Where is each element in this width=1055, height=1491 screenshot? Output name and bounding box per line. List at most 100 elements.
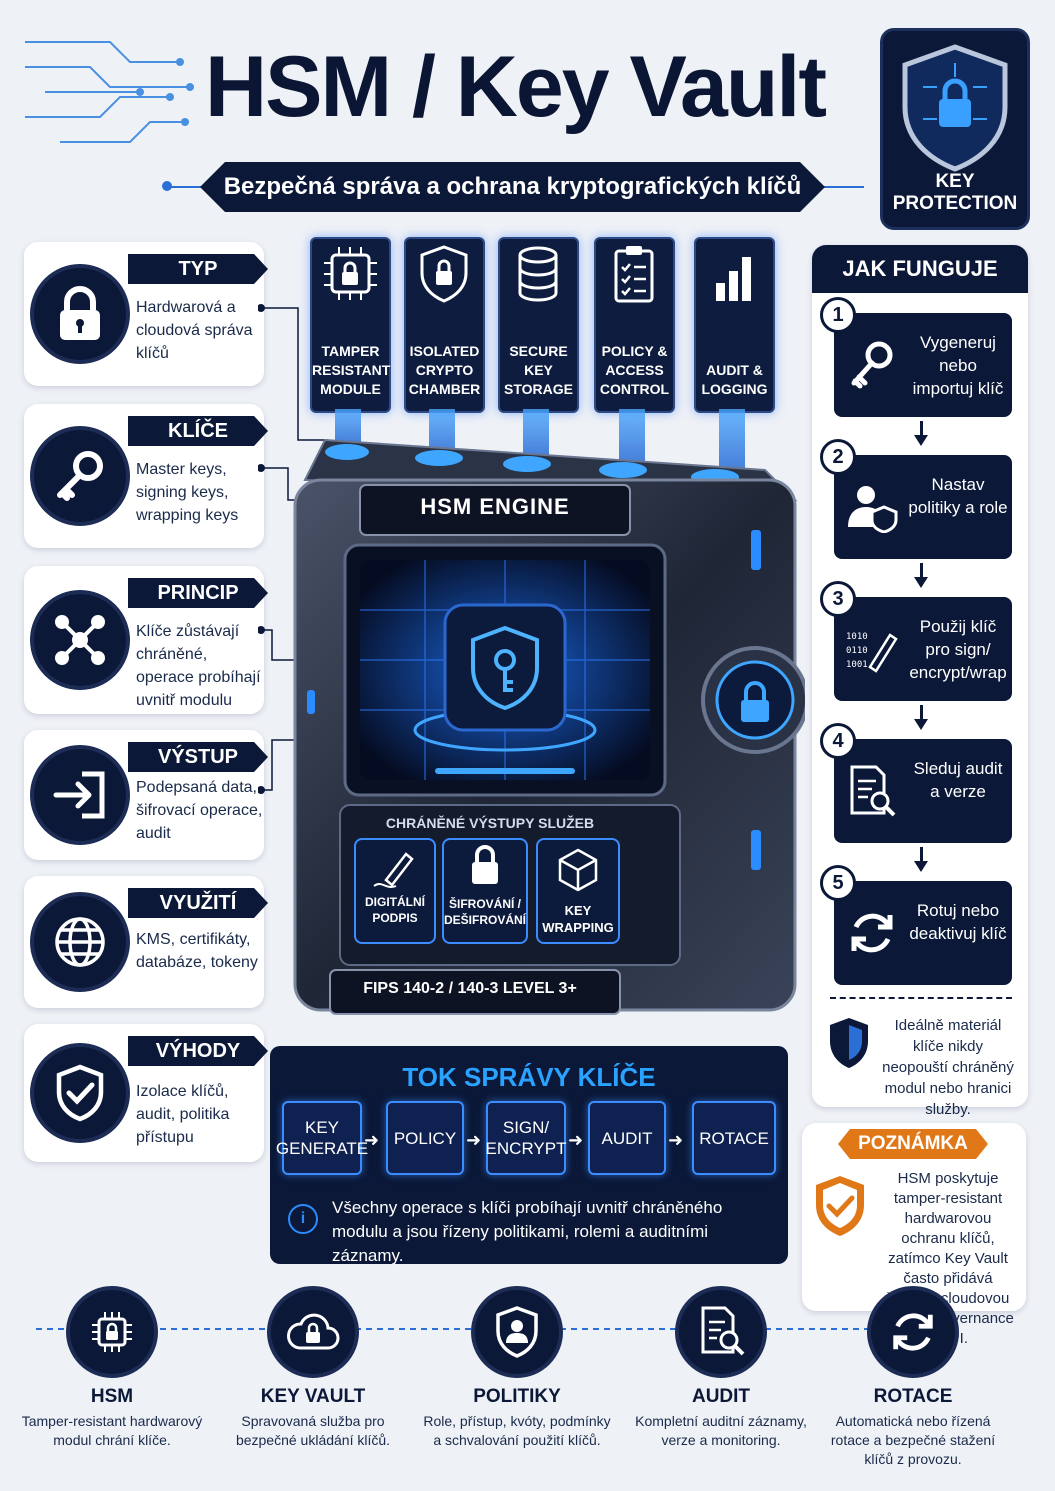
database-icon — [518, 246, 558, 302]
pen-icon — [373, 852, 414, 888]
step-4: 4 Sleduj audit a verze — [820, 723, 1012, 843]
flow-arrow-icon: ➜ — [668, 1130, 684, 1150]
card-klice: KLÍČE Master keys, signing keys, wrappin… — [24, 404, 268, 548]
module-isolated-crypto: ISOLATED CRYPTO CHAMBER — [404, 237, 485, 413]
card-text: Master keys, signing keys, wrapping keys — [136, 461, 239, 524]
module-label: TAMPER RESISTANT MODULE — [312, 343, 391, 397]
shield-user-icon — [471, 1286, 563, 1378]
module-label: SECURE KEY STORAGE — [504, 343, 573, 397]
how-it-works-panel: JAK FUNGUJE 1 Vygeneruj nebo importuj kl… — [812, 245, 1028, 1118]
step-arrow-head — [914, 435, 928, 446]
flow-arrow-icon: ➜ — [466, 1130, 482, 1150]
subtitle-line-right — [824, 186, 864, 188]
svg-text:1010: 1010 — [846, 632, 868, 642]
card-text: KMS, certifikáty, databáze, tokeny — [136, 931, 258, 971]
step-number: 4 — [820, 723, 856, 759]
info-icon: i — [288, 1204, 318, 1234]
badge-line2: PROTECTION — [892, 193, 1018, 214]
flow-arrow-icon: ➜ — [568, 1130, 584, 1150]
note-title: POZNÁMKA — [838, 1129, 988, 1159]
bottom-connector — [355, 1328, 475, 1330]
outputs-title: CHRÁNĚNÉ VÝSTUPY SLUŽEB — [385, 815, 595, 831]
step-3: 3 1010 0110 1001 Použij klíč pro sign/ enc… — [820, 581, 1012, 701]
step-number: 1 — [820, 297, 856, 333]
step-number: 5 — [820, 865, 856, 901]
step-text: Vygeneruj nebo importuj klíč — [912, 333, 1004, 398]
light-beam — [719, 409, 745, 473]
step-2: 2 Nastav politiky a role — [820, 439, 1012, 559]
key-icon — [851, 341, 893, 389]
bottom-text: Kompletní auditní záznamy, verze a monit… — [635, 1413, 807, 1448]
bottom-connector — [36, 1328, 76, 1330]
module-tamper-resistant: TAMPER RESISTANT MODULE — [310, 237, 391, 413]
card-text: Izolace klíčů, audit, politika přístupu — [136, 1083, 230, 1146]
page-title: HSM / Key Vault — [205, 39, 827, 135]
how-it-works-title: JAK FUNGUJE — [812, 245, 1028, 293]
card-title: KLÍČE — [128, 416, 268, 446]
module-audit-logging: AUDIT & LOGGING — [694, 237, 775, 413]
chip-lock-icon — [324, 247, 377, 300]
step-arrow — [920, 421, 923, 435]
pen-icon: 1010 0110 1001 — [846, 632, 898, 673]
bottom-title: ROTACE — [873, 1386, 953, 1407]
box-icon — [558, 848, 598, 892]
step-1: 1 Vygeneruj nebo importuj klíč — [820, 297, 1012, 417]
flow-step-sign-encrypt: SIGN/ ENCRYPT — [486, 1101, 566, 1175]
light-beam — [335, 409, 361, 445]
bottom-connector — [765, 1328, 875, 1330]
card-text: Podepsaná data, šifrovací operace, audit — [136, 779, 263, 842]
how-it-works-note: Ideálně materiál klíče nikdy neopouští c… — [882, 1017, 1014, 1118]
bar-chart-icon — [716, 257, 751, 301]
engine-label: HSM ENGINE — [420, 494, 570, 519]
step-text: Použij klíč pro sign/ encrypt/wrap — [909, 617, 1007, 682]
card-text: Hardwarová a cloudová správa klíčů — [136, 299, 253, 362]
document-search-icon — [850, 765, 896, 817]
svg-text:0110: 0110 — [846, 646, 868, 656]
module-label: ISOLATED CRYPTO CHAMBER — [408, 343, 481, 397]
output-label: KEY WRAPPING — [542, 903, 614, 935]
circuit-decoration — [25, 41, 194, 143]
output-digital-signature: DIGITÁLNÍ PODPIS — [354, 838, 436, 944]
light-beam — [619, 409, 645, 465]
note-panel: POZNÁMKA HSM poskytuje tamper-resistant … — [802, 1123, 1026, 1347]
card-typ: TYP Hardwarová a cloudová správa klíčů — [24, 242, 268, 386]
flow-info-text: Všechny operace s klíči probíhají uvnitř… — [332, 1198, 723, 1265]
svg-text:1001: 1001 — [846, 660, 868, 670]
bottom-text: Automatická nebo řízená rotace a bezpečn… — [830, 1413, 996, 1467]
flow-step-rotace: ROTACE — [692, 1101, 776, 1175]
step-text: Nastav politiky a role — [908, 475, 1008, 517]
key-icon — [30, 426, 130, 526]
card-vystup: VÝSTUP Podepsaná data, šifrovací operace… — [24, 730, 268, 860]
bottom-title: AUDIT — [691, 1386, 751, 1407]
step-arrow-head — [914, 577, 928, 588]
flow-arrow-icon: ➜ — [364, 1130, 380, 1150]
bottom-text: Tamper-resistant hardwarový modul chrání… — [21, 1413, 203, 1448]
card-vyuziti: VYUŽITÍ KMS, certifikáty, databáze, toke… — [24, 876, 268, 1008]
step-arrow — [920, 563, 923, 577]
network-icon — [30, 590, 130, 690]
key-management-flow: TOK SPRÁVY KLÍČE KEY GENERATE ➜ POLICY ➜… — [270, 1046, 788, 1265]
subtitle-line-left — [168, 186, 202, 188]
step-number: 3 — [820, 581, 856, 617]
globe-icon — [30, 892, 130, 992]
chip-lock-icon — [66, 1286, 158, 1378]
bottom-connector — [160, 1328, 270, 1330]
module-policy-access: POLICY & ACCESS CONTROL — [594, 237, 675, 413]
page-subtitle: Bezpečná správa a ochrana kryptografický… — [200, 162, 825, 212]
shield-check-icon — [816, 1176, 864, 1236]
card-text: Klíče zůstávají chráněné, operace probíh… — [136, 623, 261, 709]
output-encryption: ŠIFROVÁNÍ / DEŠIFROVÁNÍ — [442, 838, 528, 944]
bottom-text: Role, přístup, kvóty, podmínky a schvalo… — [423, 1413, 611, 1448]
card-vyhody: VÝHODY Izolace klíčů, audit, politika př… — [24, 1024, 268, 1162]
shield-check-icon — [30, 1043, 130, 1143]
module-label: AUDIT & LOGGING — [701, 362, 768, 397]
cloud-lock-icon — [267, 1286, 359, 1378]
card-title: VÝHODY — [128, 1036, 268, 1066]
subtitle-dot-left — [162, 181, 172, 191]
bottom-title: KEY VAULT — [260, 1386, 366, 1407]
badge-line1: KEY — [935, 171, 975, 192]
module-label: POLICY & ACCESS CONTROL — [599, 343, 670, 397]
step-arrow — [920, 705, 923, 719]
step-arrow-head — [914, 861, 928, 872]
